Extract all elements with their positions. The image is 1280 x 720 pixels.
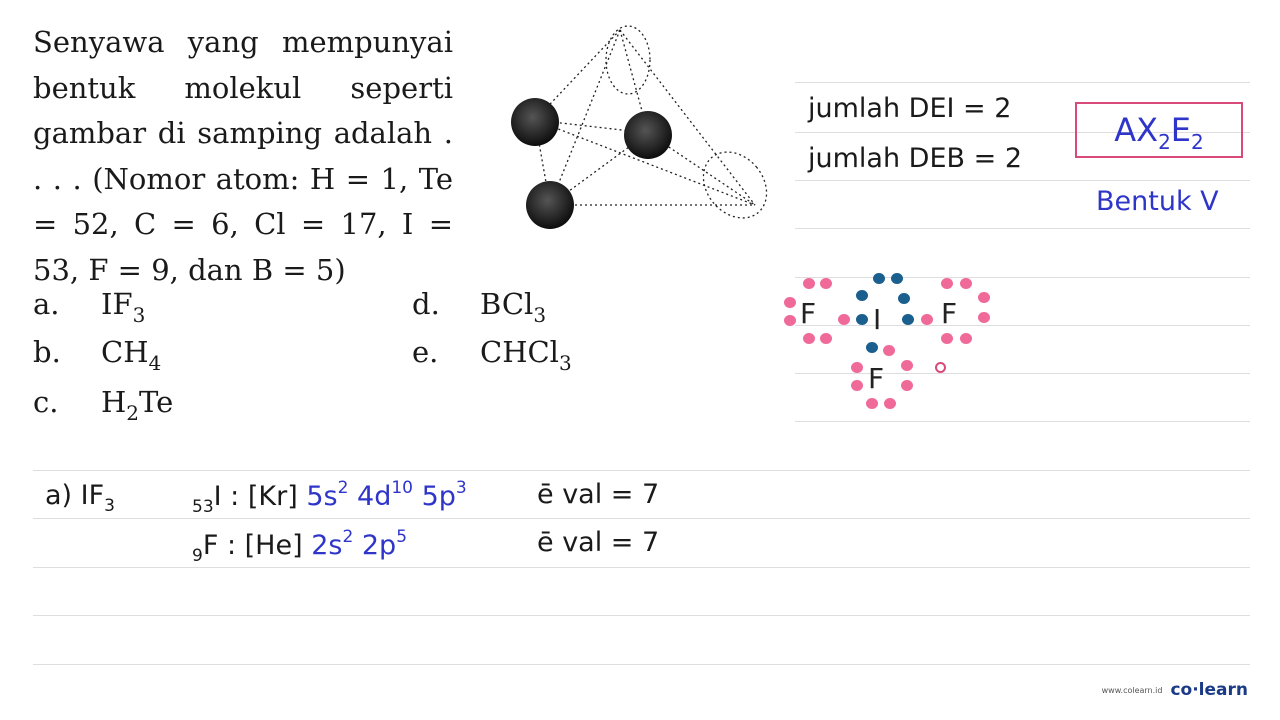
electron-dot [902, 314, 914, 325]
electron-dot [941, 278, 953, 289]
electron-dot [883, 345, 895, 356]
pen-mark [935, 362, 946, 373]
option-e[interactable]: e.CHCl3 [412, 335, 572, 375]
electron-dot [803, 333, 815, 344]
electron-dot [851, 380, 863, 391]
electron-dot [784, 297, 796, 308]
shape-note: Bentuk V [1096, 186, 1219, 217]
electron-dot [851, 362, 863, 373]
electron-dot [978, 292, 990, 303]
footer-url: www.colearn.id [1101, 686, 1163, 695]
iodine-config: 53I : [Kr] 5s2 4d10 5p3 [192, 478, 467, 517]
lewis-i-center: I [873, 303, 882, 336]
option-d[interactable]: d.BCl3 [412, 287, 547, 327]
electron-dot [856, 290, 868, 301]
electron-dot [820, 333, 832, 344]
deb-note: jumlah DEB = 2 [808, 143, 1022, 174]
answer-label: a) IF3 [45, 480, 115, 516]
electron-dot [901, 380, 913, 391]
fluorine-valence: ē val = 7 [537, 527, 660, 558]
electron-dot [838, 314, 850, 325]
fluorine-config: 9F : [He] 2s2 2p5 [192, 527, 408, 566]
electron-dot [978, 312, 990, 323]
electron-dot [820, 278, 832, 289]
electron-dot [921, 314, 933, 325]
electron-dot [866, 398, 878, 409]
iodine-valence: ē val = 7 [537, 479, 660, 510]
electron-dot [891, 273, 903, 284]
electron-dot [941, 333, 953, 344]
lewis-f-right: F [941, 297, 958, 330]
vsepr-formula-box: AX2E2 [1075, 102, 1243, 158]
electron-dot [856, 314, 868, 325]
option-a[interactable]: a.IF3 [33, 287, 146, 327]
electron-dot [866, 342, 878, 353]
atom-bottom [526, 181, 574, 229]
atom-center [624, 111, 672, 159]
question-text: Senyawa yang mempunyai bentuk molekul se… [33, 25, 453, 287]
electron-dot [803, 278, 815, 289]
atom-left [511, 98, 559, 146]
electron-dot [873, 273, 885, 284]
electron-dot [784, 315, 796, 326]
electron-dot [901, 360, 913, 371]
electron-dot [960, 333, 972, 344]
option-b[interactable]: b.CH4 [33, 335, 162, 375]
dei-note: jumlah DEI = 2 [808, 93, 1012, 124]
electron-dot [884, 398, 896, 409]
option-c[interactable]: c.H2Te [33, 385, 174, 425]
electron-dot [960, 278, 972, 289]
molecule-figure [511, 25, 768, 229]
lewis-f-left: F [800, 297, 817, 330]
electron-dot [898, 293, 910, 304]
lewis-f-bottom: F [868, 362, 885, 395]
colearn-logo: www.colearn.id co·learn [1102, 680, 1248, 700]
footer-brand: co·learn [1170, 680, 1248, 700]
